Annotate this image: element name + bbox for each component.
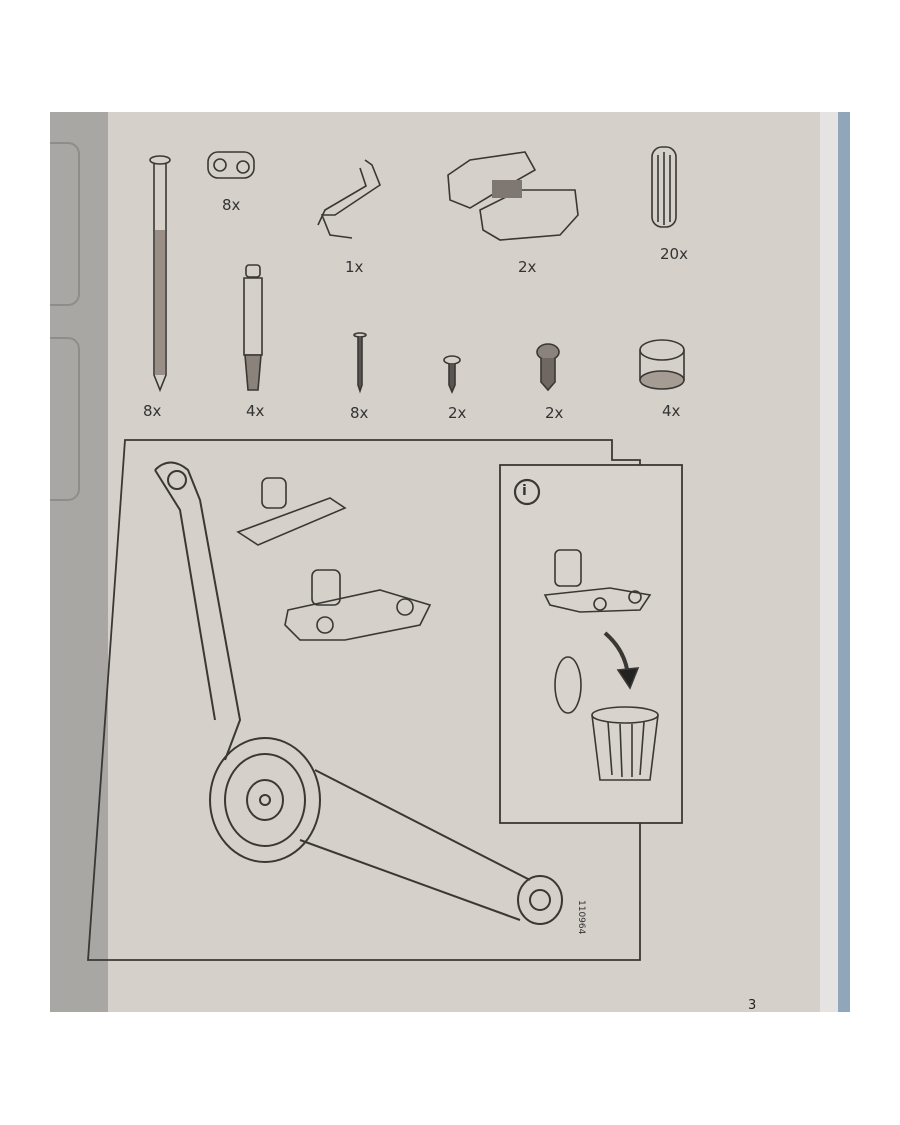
screw-illustration [536,343,560,392]
background-object [50,142,80,306]
quantity-label: 2x [448,404,467,422]
mounting-bracket-illustration [236,477,432,641]
quantity-label: 8x [350,404,369,422]
quantity-label: 8x [222,196,241,214]
info-icon: i [522,483,527,499]
connector-bolt-illustration [207,151,255,179]
background-surface [50,112,112,1012]
background-surface [838,112,850,1012]
main-panel-frame [87,439,641,961]
quantity-label: 1x [345,258,364,276]
trash-bin-icon [554,656,659,781]
discard-bracket-illustration [543,549,652,613]
manual-page [108,112,820,1012]
lift-arm-illustration [154,461,563,925]
cam-lock-illustration [639,339,685,390]
quantity-label: 20x [660,245,688,263]
allen-key-illustration [317,159,381,239]
quantity-label: 2x [545,404,564,422]
part-number: 110964 [576,900,586,935]
quantity-label: 4x [662,402,681,420]
page-edge [820,112,838,1012]
wooden-dowel-illustration [651,146,677,228]
hinge-illustration [447,151,579,241]
manual-photo [50,112,850,1012]
short-screw-illustration [443,355,461,395]
nail-illustration [353,332,367,394]
quantity-label: 2x [518,258,537,276]
cam-dowel-illustration [243,264,263,391]
quantity-label: 8x [143,402,162,420]
page-number: 3 [748,998,757,1013]
quantity-label: 4x [246,402,265,420]
background-object [50,337,80,501]
long-bolt-illustration [149,155,171,393]
info-panel [499,464,683,824]
